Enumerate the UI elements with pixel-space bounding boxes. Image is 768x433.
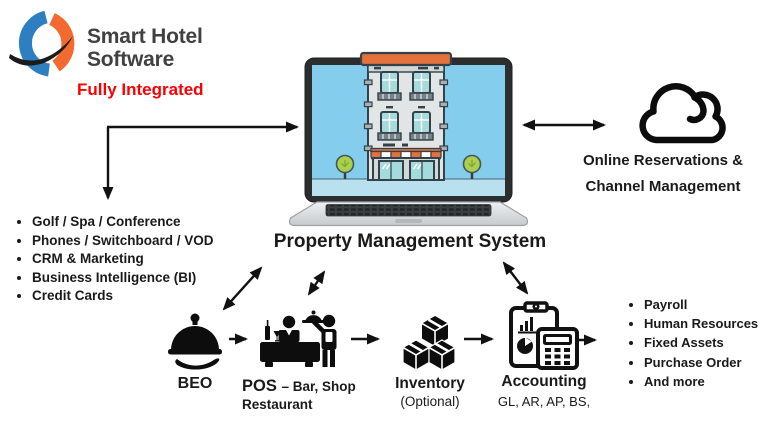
cloud-label: Online Reservations & Channel Management	[563, 148, 763, 200]
windows	[377, 71, 434, 141]
accounting-modules-list: Payroll Human Resources Fixed Assets Pur…	[620, 295, 768, 391]
pos-subtitle-line2: Restaurant	[242, 397, 313, 412]
pms-label: Property Management System	[273, 231, 547, 252]
inventory-boxes-icon	[402, 316, 456, 371]
brand-line1: Smart Hotel	[87, 25, 203, 48]
pos-icon	[260, 310, 337, 367]
storefront	[372, 157, 440, 181]
list-item: Fixed Assets	[644, 333, 768, 352]
accounting-subtitle: GL, AR, AP, BS,	[497, 394, 591, 409]
beo-cloche-icon	[168, 313, 222, 370]
calculator	[536, 327, 579, 370]
box-top	[421, 316, 449, 346]
inventory-label: Inventory	[395, 375, 465, 392]
trackpad-notch	[395, 219, 422, 223]
cloud-label-line1: Online Reservations &	[582, 152, 744, 169]
box-left	[402, 339, 430, 371]
mini-pie-chart	[517, 337, 533, 354]
tree-left	[335, 154, 355, 179]
beo-label: BEO	[177, 375, 213, 392]
arrow-pms-accounting	[502, 261, 529, 295]
pos-label: POS – Bar, Shop	[242, 377, 372, 396]
laptop-base	[288, 201, 529, 227]
cloud-label-line2: Channel Management	[585, 178, 741, 195]
list-item: Credit Cards	[32, 287, 292, 306]
integrations-list: Golf / Spa / Conference Phones / Switchb…	[8, 213, 292, 306]
mini-bar-chart	[518, 317, 536, 334]
accounting-label: Accounting	[501, 373, 587, 390]
list-item: Phones / Switchboard / VOD	[32, 232, 292, 251]
keyboard	[325, 204, 492, 217]
accounting-icon	[509, 301, 579, 370]
pos-title: POS	[242, 377, 277, 395]
hotel-building	[359, 51, 453, 181]
list-item: Golf / Spa / Conference	[32, 213, 292, 232]
list-item: Payroll	[644, 295, 768, 314]
box-right	[428, 339, 456, 371]
inventory-subtitle: (Optional)	[400, 394, 460, 409]
brand-line2: Software	[87, 48, 175, 71]
list-item: Human Resources	[644, 314, 768, 333]
list-item: CRM & Marketing	[32, 250, 292, 269]
arrow-pos-pms	[307, 270, 326, 296]
pos-subtitle: – Bar, Shop	[281, 379, 356, 394]
tree-right	[462, 154, 482, 179]
list-item: And more	[644, 372, 768, 391]
list-item: Purchase Order	[644, 353, 768, 372]
list-item: Business Intelligence (BI)	[32, 269, 292, 288]
brand-name: Smart Hotel Software	[87, 25, 203, 71]
cloud-icon	[639, 83, 726, 144]
tagline: Fully Integrated	[77, 80, 204, 99]
laptop-hotel-illustration	[288, 51, 529, 227]
smart-hotel-logo-icon	[9, 10, 75, 77]
